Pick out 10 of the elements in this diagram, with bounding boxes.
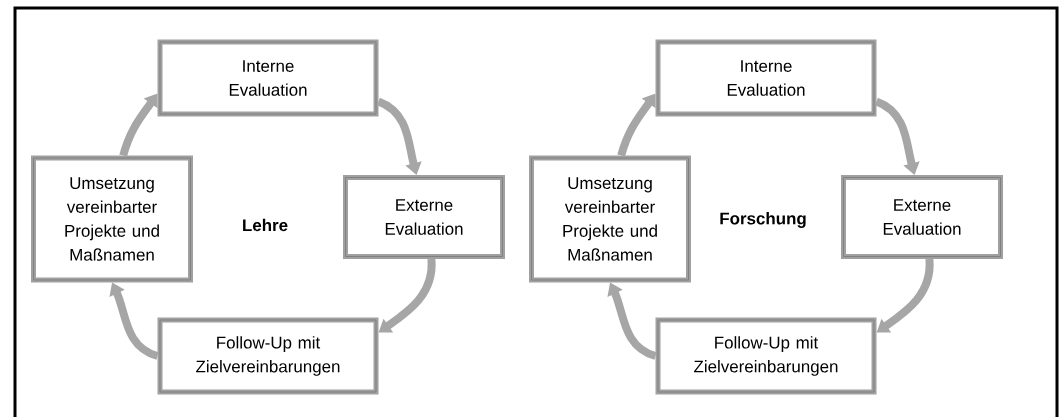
process-box: Follow-Up mit Zielvereinbarungen — [157, 317, 379, 395]
cycle-label: Forschung — [720, 212, 806, 228]
process-box: Externe Evaluation — [343, 175, 505, 259]
process-box: Interne Evaluation — [655, 39, 877, 117]
process-box: Umsetzung vereinbarter Projekte und Maßnamen — [529, 155, 691, 283]
process-box: Follow-Up mit Zielvereinbarungen — [655, 317, 877, 395]
process-box: Externe Evaluation — [841, 175, 1003, 259]
process-box: Umsetzung vereinbarter Projekte und Maßnamen — [31, 155, 193, 283]
process-box: Interne Evaluation — [157, 39, 379, 117]
cycle-label: Lehre — [243, 218, 288, 232]
